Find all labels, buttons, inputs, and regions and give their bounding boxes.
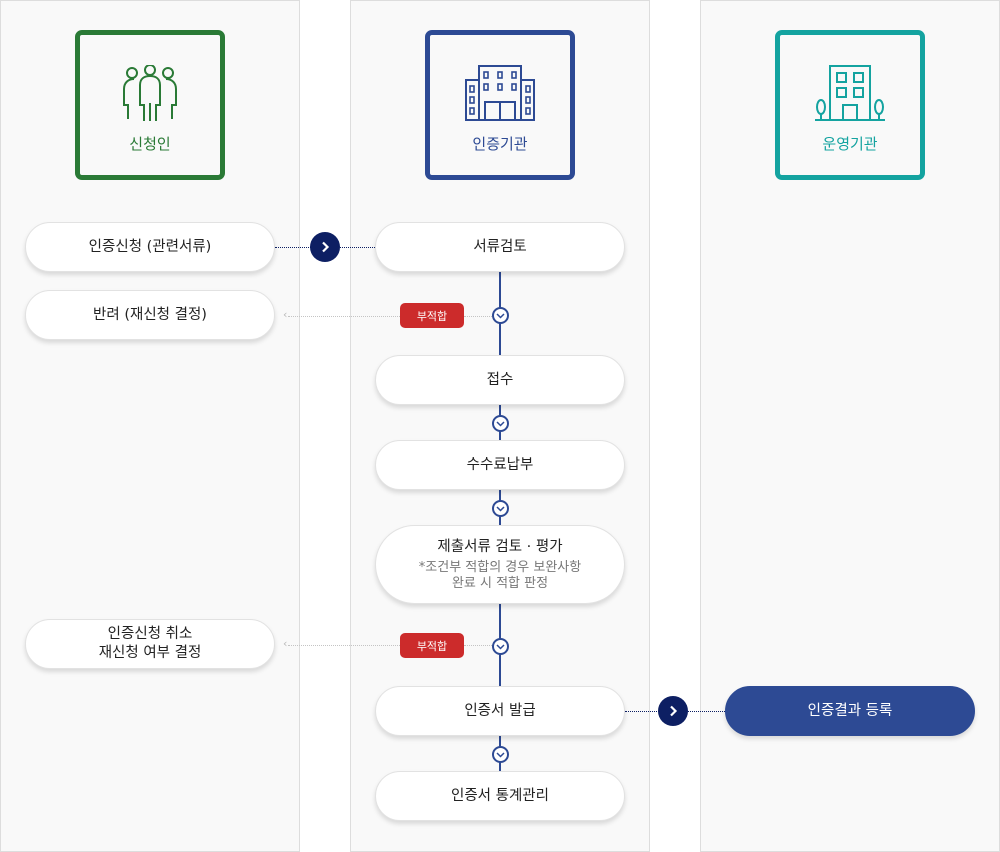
cancel-connector [464, 645, 492, 646]
operator-header: 운영기관 [775, 30, 925, 180]
return-connector [464, 316, 492, 317]
chevron-down-icon [492, 307, 509, 324]
step4-note-2: 완료 시 적합 판정 [451, 575, 549, 591]
document-review-step[interactable]: 서류검토 [375, 222, 625, 272]
step4-label: 제출서류 검토 · 평가 [437, 538, 563, 555]
flow-line [499, 272, 501, 772]
cancel-label-1: 인증신청 취소 [107, 626, 193, 642]
receipt-step[interactable]: 접수 [375, 355, 625, 405]
step4-note-1: *조건부 적합의 경우 보완사항 [418, 559, 582, 575]
arrow-left-icon: ‹ [283, 308, 288, 321]
office-trees-icon [815, 65, 885, 121]
cancel-connector [288, 645, 400, 646]
applicant-header: 신청인 [75, 30, 225, 180]
step5-label: 인증서 발급 [464, 702, 536, 719]
arrow-left-icon: ‹ [283, 637, 288, 650]
apply-label: 인증신청 (관련서류) [88, 238, 212, 255]
operator-title: 운영기관 [822, 135, 878, 153]
certificate-issue-step[interactable]: 인증서 발급 [375, 686, 625, 736]
chevron-down-icon [492, 415, 509, 432]
fail-badge: 부적합 [400, 303, 464, 328]
step3-label: 수수료납부 [466, 456, 534, 473]
step6-label: 인증서 통계관리 [451, 787, 549, 804]
chevron-right-icon [658, 696, 688, 726]
return-label: 반려 (재신청 결정) [93, 306, 207, 323]
chevron-down-icon [492, 500, 509, 517]
return-connector [288, 316, 400, 317]
chevron-down-icon [492, 746, 509, 763]
certificate-stats-step[interactable]: 인증서 통계관리 [375, 771, 625, 821]
register-result-step[interactable]: 인증결과 등록 [725, 686, 975, 736]
fee-payment-step[interactable]: 수수료납부 [375, 440, 625, 490]
building-icon [465, 65, 535, 121]
register-label: 인증결과 등록 [807, 702, 893, 719]
applicant-title: 신청인 [129, 135, 171, 153]
agency-header: 인증기관 [425, 30, 575, 180]
step1-label: 서류검토 [473, 238, 527, 255]
chevron-down-icon [492, 638, 509, 655]
step2-label: 접수 [486, 371, 514, 388]
people-icon [123, 65, 177, 121]
chevron-right-icon [310, 232, 340, 262]
agency-title: 인증기관 [472, 135, 528, 153]
return-step[interactable]: 반려 (재신청 결정) [25, 290, 275, 340]
fail-badge: 부적합 [400, 633, 464, 658]
cancel-label-2: 재신청 여부 결정 [98, 645, 202, 661]
apply-step[interactable]: 인증신청 (관련서류) [25, 222, 275, 272]
